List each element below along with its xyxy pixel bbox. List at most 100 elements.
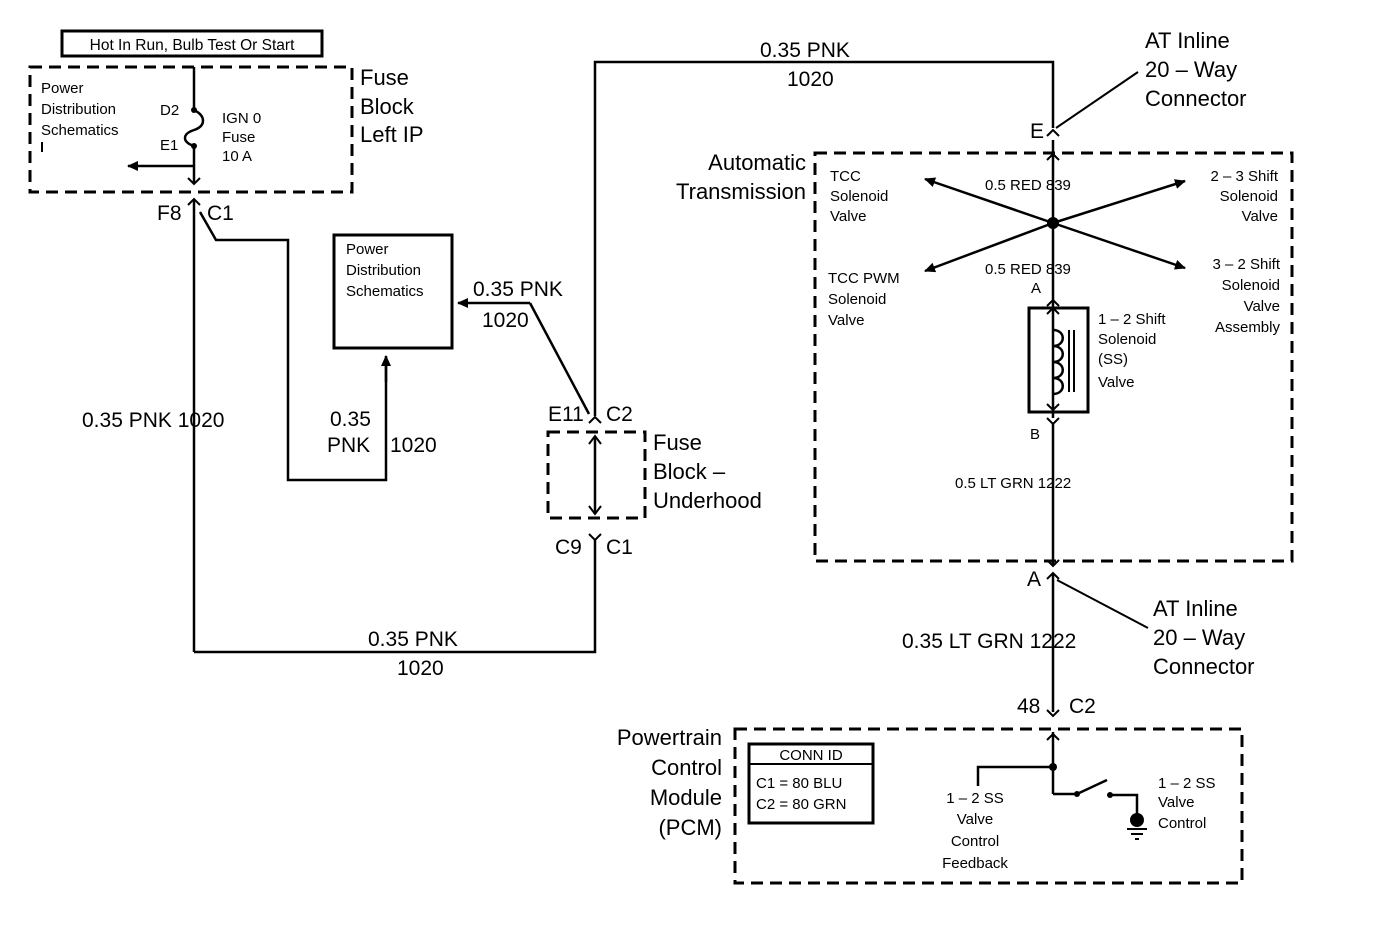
ign-fuse-element [183,108,205,148]
branch-wire-label: 0.35 PNK 1020 [327,408,437,457]
bottom-wire [194,540,597,654]
svg-text:Connector: Connector [1153,654,1255,679]
svg-text:(SS): (SS) [1098,351,1128,368]
underhood-link-arrow-top [588,434,602,445]
svg-text:Solenoid: Solenoid [1098,331,1156,348]
connector-e11-pin: E11 [548,403,584,426]
svg-text:Valve: Valve [1242,208,1278,225]
svg-text:Block: Block [360,94,415,119]
at-inline-bottom-label: AT Inline 20 – Way Connector [1153,596,1255,679]
wire-to-32-shift [1052,221,1186,270]
bottom-wire-size: 0.35 PNK [368,628,458,651]
svg-text:Connector: Connector [1145,86,1247,111]
svg-text:PNK: PNK [327,434,370,457]
feedback-label: 1 – 2 SS Valve Control Feedback [942,790,1008,872]
svg-text:Solenoid: Solenoid [828,291,886,308]
svg-text:Fuse: Fuse [222,129,255,146]
at-inline-top-pin: E [1030,120,1044,143]
svg-text:2 – 3 Shift: 2 – 3 Shift [1210,168,1278,185]
feedback-wire [976,765,1053,786]
power-distribution-schematics-box [332,233,454,350]
solenoid-pin-a-connector [1046,298,1060,307]
tcc-pwm-solenoid-label: TCC PWM Solenoid Valve [828,270,900,329]
power-note-box [60,29,324,58]
svg-text:TCC PWM: TCC PWM [828,270,900,287]
lt-grn-outer-label: 0.35 LT GRN 1222 [902,630,1076,653]
lt-grn-inner-label: 0.5 LT GRN 1222 [955,475,1071,492]
svg-text:Assembly: Assembly [1215,319,1281,336]
transmission-exit-arrow [1046,559,1060,568]
svg-text:0.35: 0.35 [330,408,371,431]
conn-id-table [747,742,875,825]
svg-text:3 – 2 Shift: 3 – 2 Shift [1212,256,1280,273]
solenoid-pin-b-arrow [1046,403,1060,412]
at-inline-top-connector-symbol [1046,128,1060,137]
pcm-connector-name: C2 [1069,695,1096,718]
svg-text:20 – Way: 20 – Way [1145,57,1237,82]
pcm-connector-symbol [1046,709,1060,718]
shift-12-solenoid-box [1027,306,1090,414]
pds-box-label: Power Distribution Schematics [346,241,424,300]
underhood-to-pds-wire [528,302,591,415]
svg-text:1 – 2 SS: 1 – 2 SS [946,790,1004,807]
switch-blade [1076,778,1108,796]
svg-text:Distribution: Distribution [346,262,421,279]
svg-text:Valve: Valve [1098,374,1134,391]
svg-text:(PCM): (PCM) [658,815,722,840]
at-inline-top-label: AT Inline 20 – Way Connector [1145,28,1247,111]
svg-text:TCC: TCC [830,168,861,185]
mid-wire-size: 0.35 PNK [473,278,563,301]
svg-text:Power: Power [41,80,84,97]
conn-id-header: CONN ID [779,747,843,764]
svg-text:Solenoid: Solenoid [1220,188,1278,205]
at-inline-bottom-connector-symbol [1046,571,1060,580]
svg-text:Distribution: Distribution [41,101,116,118]
connector-c1-name: C1 [207,202,234,225]
shift-12-solenoid-label: 1 – 2 Shift Solenoid (SS) Valve [1098,311,1166,391]
wire-to-tcc-pwm [924,221,1054,273]
conn-id-row-c1: C1 = 80 BLU [756,775,842,792]
underhood-link-arrow-bottom [588,505,602,516]
svg-text:1 – 2 Shift: 1 – 2 Shift [1098,311,1166,328]
svg-text:Schematics: Schematics [346,283,424,300]
ground-node [1130,813,1144,827]
pcm-entry-arrow [1046,732,1060,741]
svg-text:Solenoid: Solenoid [830,188,888,205]
top-wire-circuit: 1020 [787,68,834,91]
shift-32-solenoid-label: 3 – 2 Shift Solenoid Valve Assembly [1212,256,1280,336]
ign-fuse-label: IGN 0 Fuse 10 A [222,110,261,165]
red-wire-label-top: 0.5 RED 839 [985,177,1071,194]
fuse-block-left-ip-boundary [28,65,354,194]
svg-text:Feedback: Feedback [942,855,1008,872]
shift-23-solenoid-label: 2 – 3 Shift Solenoid Valve [1210,168,1278,225]
svg-text:Left IP: Left IP [360,122,424,147]
connector-c1-underhood-name: C1 [606,536,633,559]
branch-to-pds-wire [198,211,388,482]
pcm-title: Powertrain Control Module (PCM) [617,725,722,840]
solenoid-coil [1052,328,1064,396]
power-note-label: Hot In Run, Bulb Test Or Start [90,37,295,54]
svg-text:Valve: Valve [1158,794,1194,811]
svg-text:Valve: Valve [957,811,993,828]
top-wire [593,60,1055,416]
svg-text:Power: Power [346,241,389,258]
connector-c2-name: C2 [606,403,633,426]
automatic-transmission-title: Automatic Transmission [676,150,806,204]
svg-text:Underhood: Underhood [653,488,762,513]
solenoid-pin-a-arrow [1046,306,1060,315]
valve-control-label: 1 – 2 SS Valve Control [1158,775,1216,832]
pin-d2-label: D2 [160,102,179,119]
wire-to-tcc-solenoid [924,177,1054,225]
e11-connector-symbol [588,415,602,424]
fuse-block-left-ip-title: Fuse Block Left IP [360,65,424,147]
svg-text:Module: Module [650,785,722,810]
bottom-wire-circuit: 1020 [397,657,444,680]
at-inline-bottom-pin: A [1027,568,1041,591]
fuse-block-underhood-boundary [546,430,647,520]
svg-text:Transmission: Transmission [676,179,806,204]
svg-text:1020: 1020 [390,434,437,457]
f8-connector-symbol [187,197,201,206]
at-inline-bottom-leader [1056,579,1149,629]
svg-text:Control: Control [951,833,999,850]
svg-text:20 – Way: 20 – Way [1153,625,1245,650]
